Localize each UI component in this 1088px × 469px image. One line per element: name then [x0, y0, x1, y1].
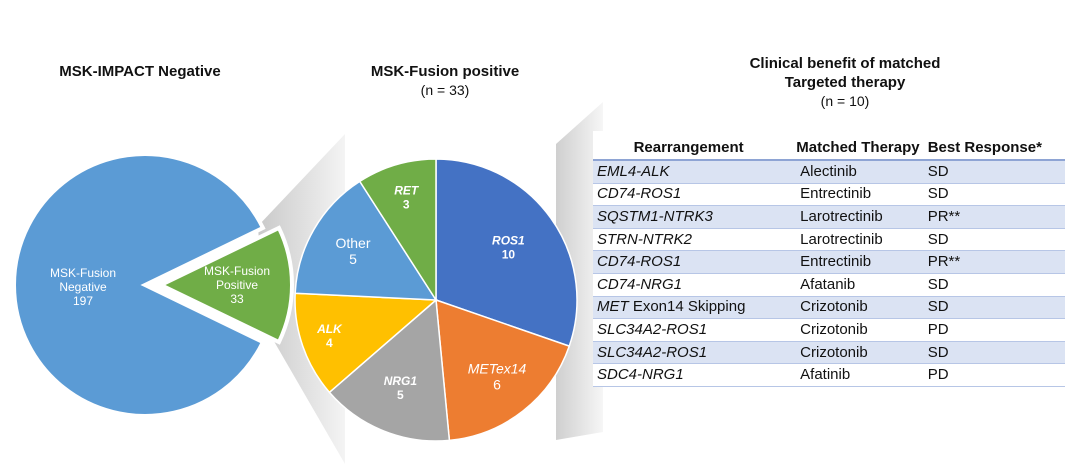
gene-name: CD74-NRG1 [597, 275, 683, 293]
gene-name: EML4-ALK [597, 162, 670, 180]
cell-rearrangement: MET Exon14 Skipping [593, 296, 785, 320]
gene-name: SQSTM1-NTRK3 [597, 207, 713, 225]
cell-best-response: SD [923, 273, 1065, 297]
cell-rearrangement: SQSTM1-NTRK3 [593, 205, 785, 229]
slice-msk-fusion-negative [12, 152, 266, 418]
cell-rearrangement: SDC4-NRG1 [593, 363, 785, 387]
slice-metex14 [435, 298, 571, 442]
cell-matched-therapy: Afatinib [784, 363, 924, 387]
col-header-rearrangement: Rearrangement [593, 131, 785, 160]
gene-name: MET [597, 298, 629, 316]
cell-best-response: PR** [923, 205, 1065, 229]
cell-rearrangement: CD74-ROS1 [593, 250, 785, 274]
gene-name: STRN-NTRK2 [597, 230, 693, 248]
slice-ros1 [435, 158, 578, 348]
cell-matched-therapy: Crizotonib [784, 318, 924, 342]
table-title-block: Clinical benefit of matched Targeted the… [700, 54, 990, 111]
pie2-title: MSK-Fusion positive [370, 63, 520, 80]
gene-name: SLC34A2-ROS1 [597, 320, 708, 338]
gene-name: SDC4-NRG1 [597, 366, 684, 384]
cell-best-response: SD [923, 183, 1065, 207]
cell-rearrangement: SLC34A2-ROS1 [593, 318, 785, 342]
cell-matched-therapy: Larotrectinib [784, 205, 924, 229]
cell-matched-therapy: Crizotonib [784, 296, 924, 320]
gene-name: SLC34A2-ROS1 [597, 343, 708, 361]
pie2-title-block: MSK-Fusion positive (n = 33) [325, 62, 565, 100]
cell-best-response: SD [923, 228, 1065, 252]
connector-fan-2 [556, 102, 603, 440]
col-header-best-response: Best Response* [923, 131, 1065, 160]
pie1-title: MSK-IMPACT Negative [59, 63, 221, 80]
matched-therapy-table: Rearrangement Matched Therapy Best Respo… [593, 131, 1065, 387]
cell-best-response: PD [923, 318, 1065, 342]
pie2-subtitle: (n = 33) [420, 82, 470, 98]
slice-nrg1 [328, 298, 451, 442]
cell-matched-therapy: Alectinib [784, 160, 924, 184]
cell-matched-therapy: Entrectinib [784, 250, 924, 274]
slice-other [294, 180, 438, 301]
cell-rearrangement: CD74-NRG1 [593, 273, 785, 297]
table-header-row: Rearrangement Matched Therapy Best Respo… [593, 131, 1065, 160]
cell-best-response: SD [923, 341, 1065, 365]
cell-best-response: SD [923, 160, 1065, 184]
table-title-line-1: Clinical benefit of matched [749, 55, 941, 72]
rearrangement-suffix: Exon14 Skipping [628, 298, 746, 316]
cell-best-response: SD [923, 296, 1065, 320]
table-subtitle: (n = 10) [820, 93, 870, 109]
gene-name: CD74-ROS1 [597, 253, 682, 271]
cell-best-response: PR** [923, 250, 1065, 274]
slice-alk [294, 292, 438, 394]
cell-matched-therapy: Entrectinib [784, 183, 924, 207]
cell-matched-therapy: Afatanib [784, 273, 924, 297]
slice-ret [358, 158, 437, 303]
table-title-line-2: Targeted therapy [784, 74, 906, 91]
cell-rearrangement: CD74-ROS1 [593, 183, 785, 207]
cell-matched-therapy: Crizotonib [784, 341, 924, 365]
col-header-matched-therapy: Matched Therapy [784, 131, 924, 160]
cell-best-response: PD [923, 363, 1065, 387]
slice-msk-fusion-positive [156, 225, 294, 345]
cell-matched-therapy: Larotrectinib [784, 228, 924, 252]
gene-name: CD74-ROS1 [597, 185, 682, 203]
cell-rearrangement: STRN-NTRK2 [593, 228, 785, 252]
cell-rearrangement: EML4-ALK [593, 160, 785, 184]
cell-rearrangement: SLC34A2-ROS1 [593, 341, 785, 365]
